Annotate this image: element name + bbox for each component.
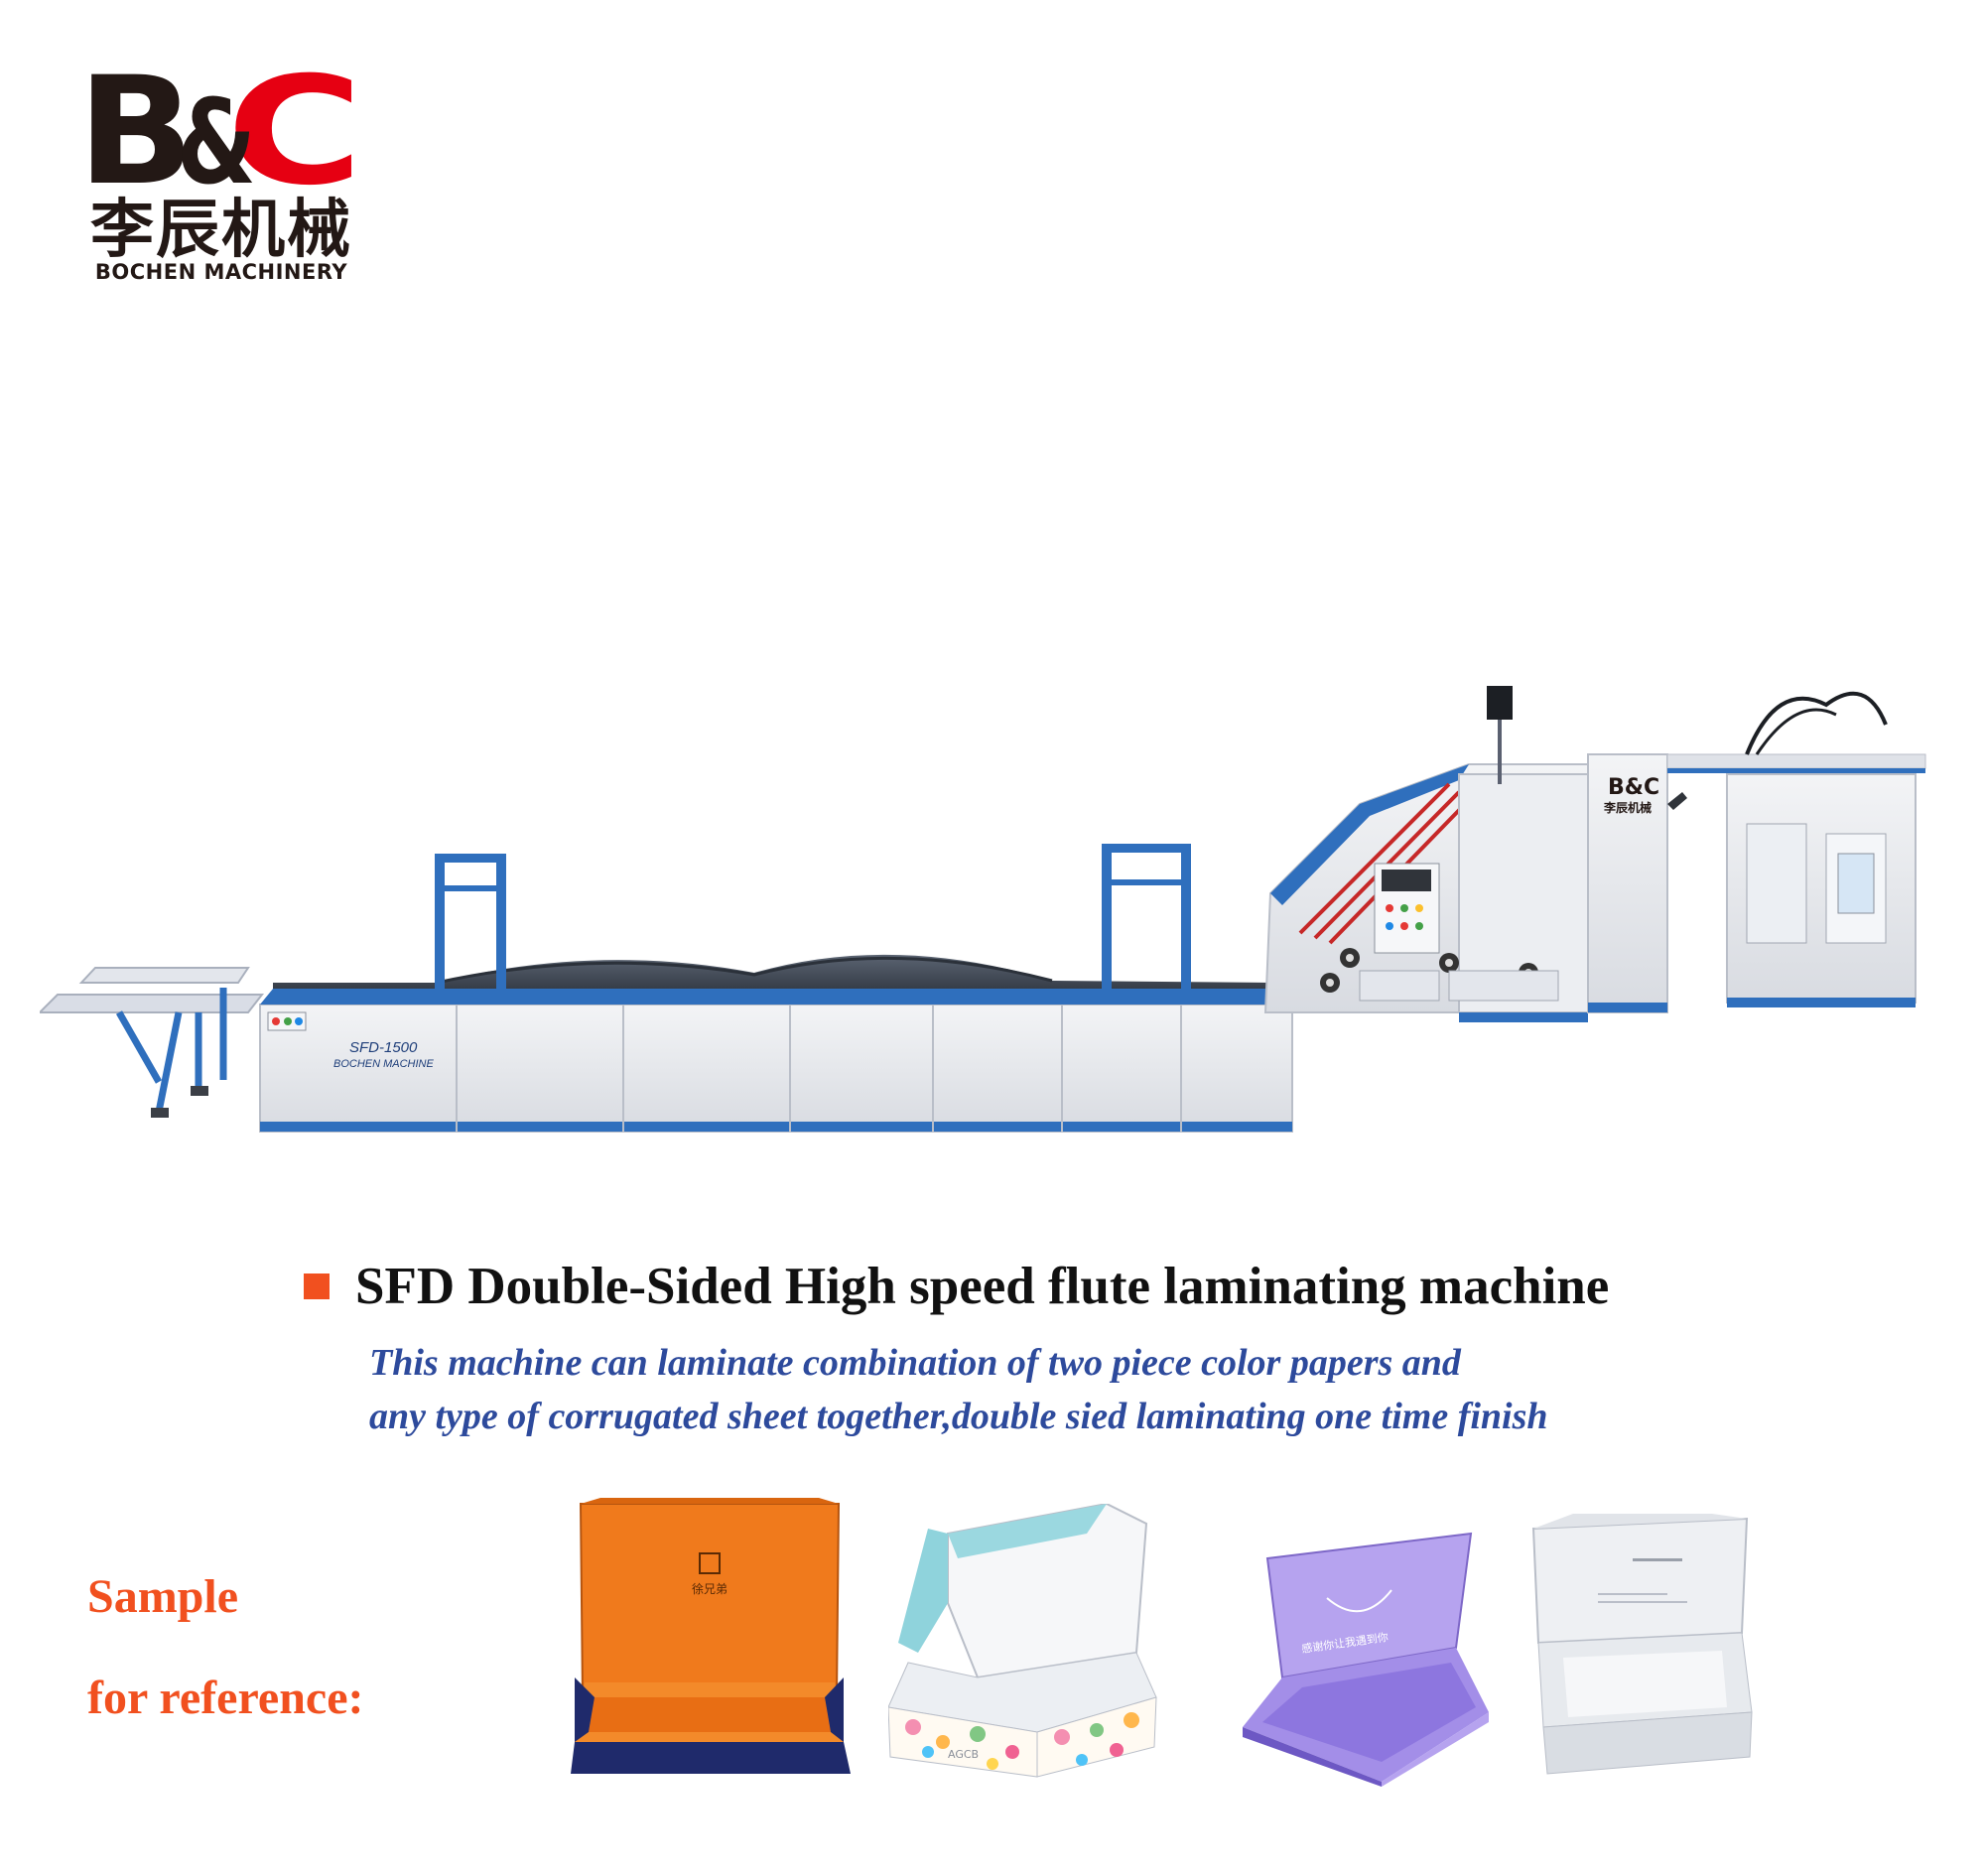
logo-english-name: BOCHEN MACHINERY — [94, 260, 348, 284]
sample-label-line-2: for reference: — [87, 1672, 364, 1724]
product-title: SFD Double-Sided High speed flute lamina… — [355, 1258, 1610, 1315]
laminating-unit: B&C 李辰机械 — [1263, 686, 1668, 1022]
headline-bullet-square — [304, 1273, 330, 1299]
laminating-machine-illustration: SFD-1500 BOCHEN MACHINE — [40, 686, 1926, 1133]
maker-plate: BOCHEN MACHINE — [333, 1058, 435, 1070]
logo-mark: B C & — [77, 60, 363, 199]
product-description: This machine can laminate combination of… — [369, 1336, 1548, 1443]
gluing-unit — [1666, 691, 1926, 1007]
sample-white-box — [1531, 1514, 1753, 1775]
sample-orange-box: 徐兄弟 — [571, 1498, 851, 1774]
orange-box-brand: 徐兄弟 — [692, 1581, 728, 1596]
brand-logo: B C & 李辰机械 BOCHEN MACHINERY — [77, 60, 365, 298]
sample-floral-box: AGCB — [888, 1504, 1157, 1778]
conveyor-section: SFD-1500 BOCHEN MACHINE — [259, 844, 1293, 1133]
logo-letter-b: B — [77, 60, 195, 199]
product-headline: SFD Double-Sided High speed flute lamina… — [304, 1257, 1609, 1316]
logo-chinese-name: 李辰机械 — [90, 194, 352, 267]
sample-label: Sample for reference: — [87, 1573, 363, 1722]
description-line-1: This machine can laminate combination of… — [369, 1342, 1461, 1384]
floral-pattern — [905, 1712, 1139, 1770]
logo-ampersand: & — [177, 73, 256, 199]
machine-badge-mark: B&C — [1608, 775, 1659, 800]
machine-badge-cn: 李辰机械 — [1603, 800, 1652, 815]
logo-letter-c: C — [226, 60, 363, 199]
model-plate: SFD-1500 — [349, 1039, 418, 1056]
sample-purple-box: 感谢你让我遇到你 — [1243, 1532, 1489, 1787]
description-line-2: any type of corrugated sheet together,do… — [369, 1396, 1548, 1437]
output-table — [40, 967, 265, 1118]
sample-label-line-1: Sample — [87, 1570, 239, 1623]
floral-box-brand: AGCB — [948, 1748, 979, 1761]
